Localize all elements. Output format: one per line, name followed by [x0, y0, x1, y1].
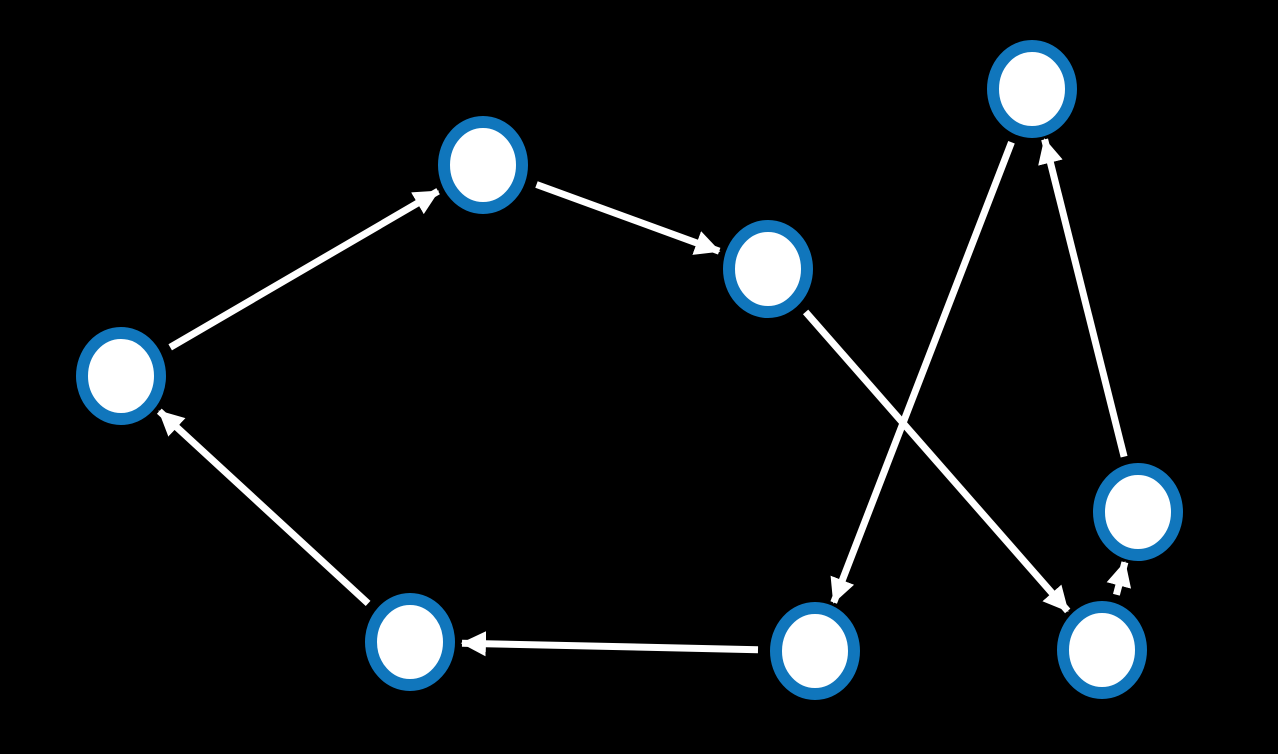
graph-node-bottom-middle — [770, 602, 860, 700]
edge-left-to-upper-left — [168, 188, 440, 351]
edge-bottom-right-to-right — [1106, 561, 1132, 596]
edge-right-to-top-right — [1038, 138, 1128, 458]
graph-node-bottom-right — [1057, 601, 1147, 699]
edge-top-right-to-bottom-middle — [830, 140, 1015, 604]
graph-node-right — [1093, 463, 1183, 561]
edge-middle-to-bottom-right — [802, 309, 1071, 614]
edge-bottom-middle-to-bottom-left — [460, 631, 759, 657]
graph-node-upper-left — [438, 116, 528, 214]
graph-node-top-right — [987, 40, 1077, 138]
edge-upper-left-to-middle — [535, 181, 721, 255]
graph-node-left — [76, 327, 166, 425]
graph-node-middle — [723, 220, 813, 318]
edge-bottom-left-to-left — [156, 408, 371, 606]
graph-node-bottom-left — [365, 593, 455, 691]
